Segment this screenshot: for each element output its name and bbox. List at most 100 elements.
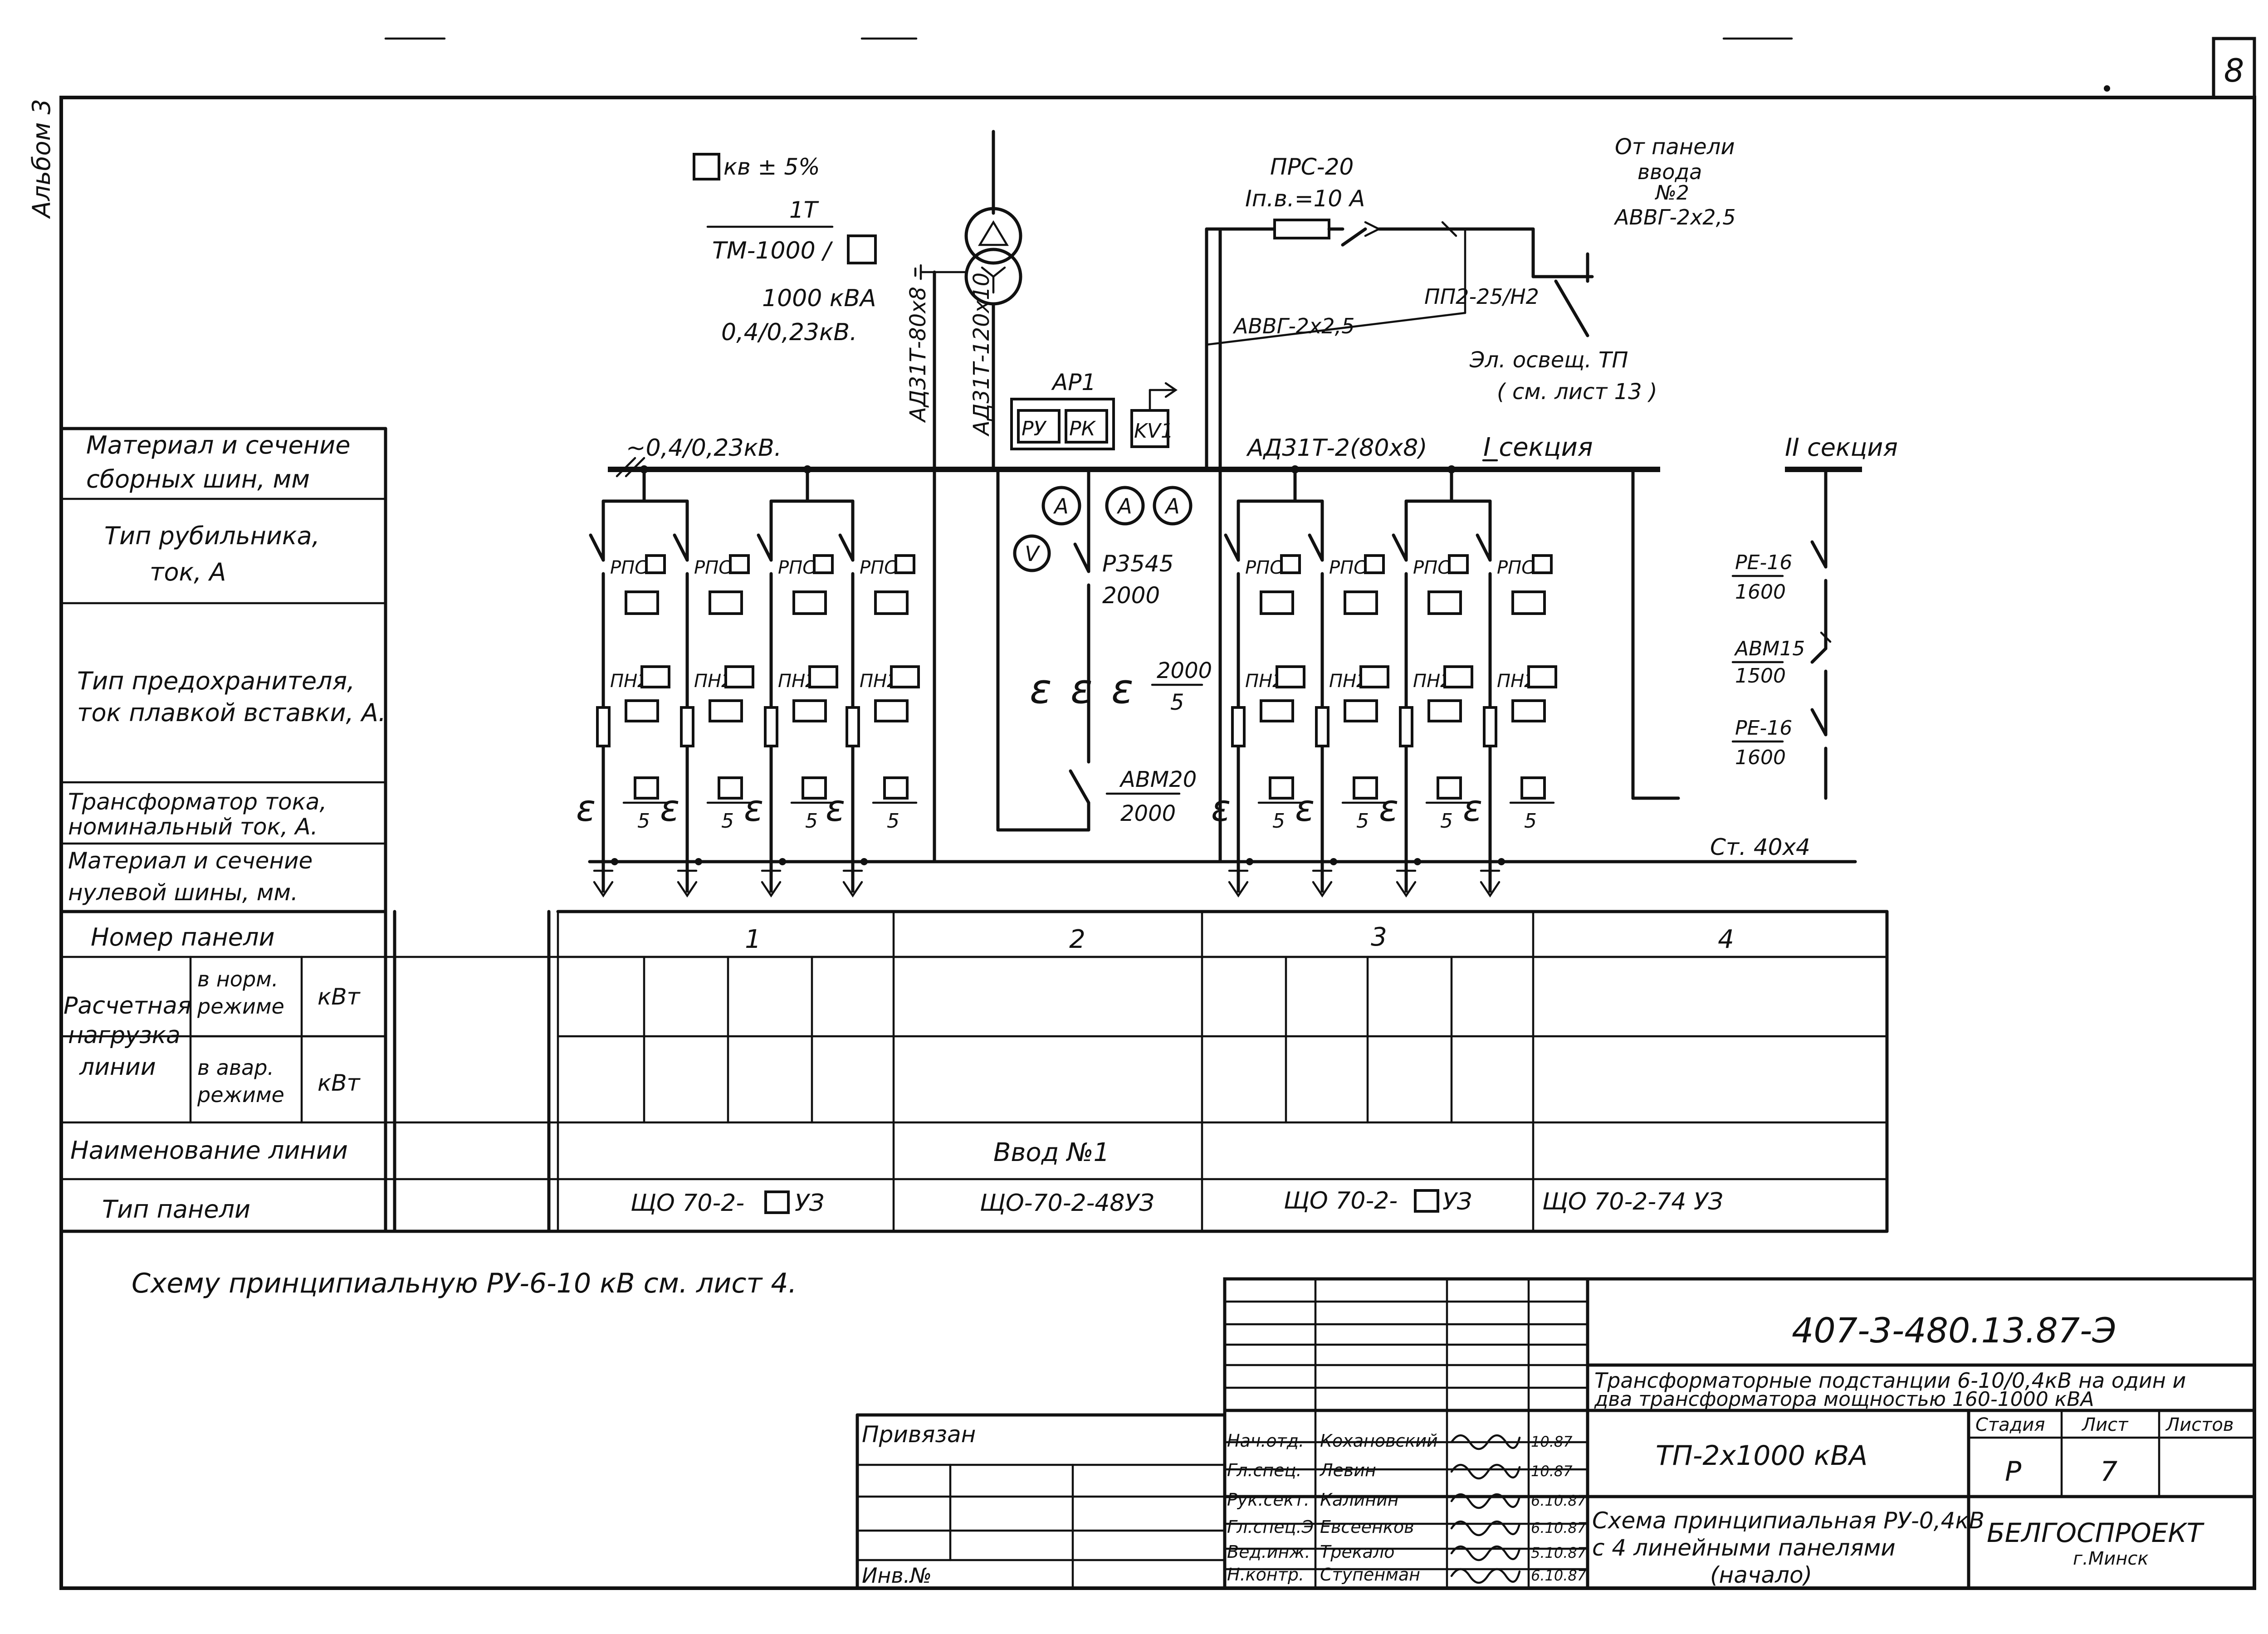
input-breaker-current: 2000 (1120, 801, 1176, 826)
conductor-vertical-1: АД31Т-80х8 (905, 287, 931, 423)
label-load-2: нагрузка (68, 1022, 181, 1049)
signer-row: Н.контр. Ступенман 6.10.87 (1227, 1565, 1587, 1585)
signature-mark (1450, 1545, 1521, 1561)
ammeter-2-icon (1105, 486, 1145, 526)
ammeter-3-label: A (1164, 494, 1179, 518)
section2-switch-1 (1810, 540, 1828, 569)
tap-range: кв ± 5% (723, 154, 820, 180)
signer-date: 5.10.87 (1531, 1544, 1587, 1561)
rk-label: РК (1069, 417, 1096, 440)
feeder-output-arrow (842, 881, 863, 898)
signer-date: 6.10.87 (1531, 1567, 1587, 1584)
line-name-panel-2: Ввод №1 (993, 1138, 1110, 1167)
signer-role: Н.контр. (1227, 1565, 1304, 1585)
signer-date: 6.10.87 (1531, 1519, 1587, 1536)
panel-type-3: ЩО 70-2- (1284, 1187, 1398, 1215)
input-ct-den: 5 (1170, 690, 1184, 715)
feeder-ct-den: 5 (721, 810, 734, 833)
signature-mark (1450, 1568, 1521, 1584)
lighting-purpose-1: Эл. освещ. ТП (1469, 347, 1628, 373)
label-fuse-type-1: Тип предохранителя, (77, 667, 355, 695)
signature-mark (1450, 1434, 1521, 1450)
feeder-switch (1476, 533, 1492, 562)
feeder-ct-den: 5 (637, 810, 650, 833)
signer-name: Евсеенков (1320, 1517, 1414, 1537)
sheets-label: Листов (2165, 1415, 2234, 1435)
label-emergency-1: в авар. (197, 1055, 274, 1080)
feeder-fuse (1231, 706, 1246, 747)
label-line-name: Наименование линии (70, 1136, 348, 1165)
feeder-output-arrow (677, 881, 698, 898)
section1-label: I секция (1483, 433, 1593, 462)
feeder-ct-den: 5 (1356, 810, 1369, 833)
conductor-vertical-2: АД31Т-120х10 (969, 273, 994, 437)
feeder-ct-den: 5 (1272, 810, 1285, 833)
label-ct-1: Трансформатор тока, (68, 789, 327, 815)
unit-emergency: кВт (318, 1070, 361, 1096)
inv-label: Инв.№ (862, 1563, 932, 1588)
label-load-3: линии (79, 1054, 156, 1081)
ammeter-3-icon (1153, 486, 1193, 526)
section2-dev1-name: РЕ-16 (1735, 551, 1792, 574)
transformer-voltage: 0,4/0,23кВ. (721, 319, 857, 346)
signature-mark (1450, 1493, 1521, 1509)
section2-label: II секция (1785, 433, 1898, 462)
feeder-fuse (1483, 706, 1497, 747)
feeder-fuse (1315, 706, 1330, 747)
organization-city: г.Минск (2073, 1548, 2149, 1569)
neutral-bus-label: Ст. 40х4 (1710, 834, 1810, 860)
label-fuse-type-2: ток плавкой вставки, А. (77, 698, 386, 727)
feeder-ct-icon: ɛ (1211, 787, 1231, 829)
lighting-source-3: №2 (1654, 181, 1689, 205)
input-breaker-type: АВМ20 (1119, 767, 1197, 792)
input-ct-3-icon: ɛ (1111, 665, 1134, 713)
feeder-switch (1308, 533, 1324, 562)
transformer-primary-icon (964, 207, 1022, 265)
feeder-switch (673, 533, 689, 562)
panel-type-1: ЩО 70-2- (631, 1190, 744, 1217)
lighting-fuse-current: Iп.в.=10 А (1245, 185, 1365, 212)
feeder-fuse (846, 706, 860, 747)
stage-value: Р (2005, 1456, 2022, 1488)
signer-name: Левин (1319, 1460, 1376, 1480)
signature-mark (1450, 1463, 1521, 1480)
label-busbar-material-2: сборных шин, мм (86, 465, 310, 493)
signer-date: 10.87 (1531, 1433, 1573, 1450)
unit-normal: кВт (318, 984, 361, 1010)
input-switch-type: Р3545 (1102, 551, 1173, 577)
lighting-source-2: ввода (1637, 160, 1702, 184)
lighting-source-cable: АВВГ-2х2,5 (1613, 205, 1735, 229)
signer-role: Рук.сект. (1227, 1490, 1310, 1510)
feeder-ct-den: 5 (805, 810, 818, 833)
section2-dev2-value: 1500 (1735, 664, 1786, 688)
ammeter-2-label: A (1116, 494, 1132, 518)
panel-number-4: 4 (1718, 925, 1734, 954)
feeder-output-arrow (761, 881, 782, 898)
label-switch-type-1: Тип рубильника, (104, 522, 320, 550)
feeder-ct-icon: ɛ (1463, 787, 1483, 829)
feeder-ct-den: 5 (1524, 810, 1537, 833)
feeder-output-arrow (1312, 881, 1333, 898)
input-switch-current: 2000 (1102, 582, 1160, 609)
feeder-ct-den: 5 (887, 810, 899, 833)
section2-dev1-value: 1600 (1735, 580, 1786, 604)
label-neutral-1: Материал и сечение (68, 848, 313, 874)
feeder-output-arrow (1396, 881, 1417, 898)
section2-dev3-name: РЕ-16 (1735, 717, 1792, 740)
sheet-number: 8 (2224, 52, 2244, 89)
label-normal-1: в норм. (197, 967, 278, 991)
voltmeter-label: V (1025, 541, 1041, 566)
lighting-purpose-2: ( см. лист 13 ) (1497, 379, 1657, 405)
panel-type-4: ЩО 70-2-74 УЗ (1542, 1188, 1723, 1215)
signer-name: Ступенман (1320, 1565, 1420, 1585)
input-ct-1-icon: ɛ (1030, 665, 1052, 713)
